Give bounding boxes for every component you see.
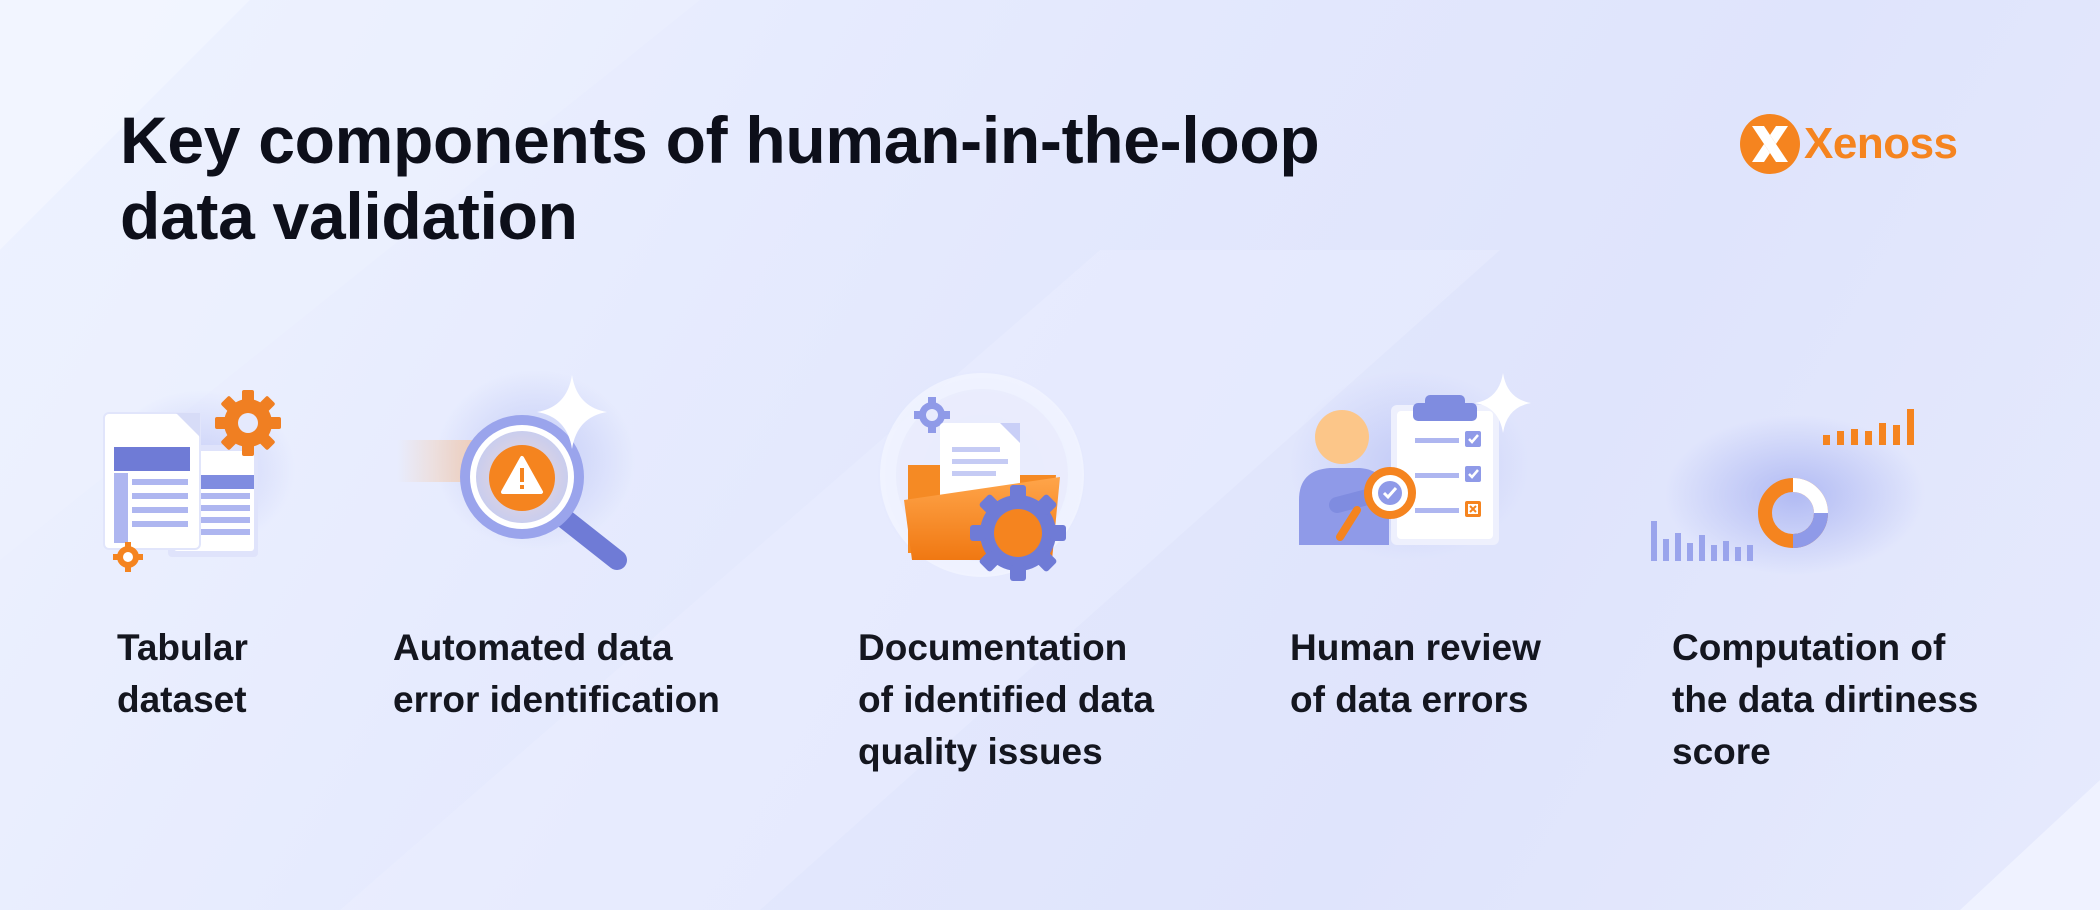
caption-line: Human review <box>1290 627 1541 668</box>
caption-line: the data dirtiness <box>1672 679 1979 720</box>
donut-bar-chart-icon <box>1651 409 1925 575</box>
xenoss-logo: Xenoss <box>1738 112 1978 182</box>
folder-gear-icon <box>877 370 1087 581</box>
caption-automated-error-identification: Automated data error identification <box>393 622 720 726</box>
caption-line: Documentation <box>858 627 1128 668</box>
caption-documentation-of-issues: Documentation of identified data quality… <box>858 622 1154 778</box>
caption-line: of identified data <box>858 679 1154 720</box>
title-line-2: data validation <box>120 179 578 253</box>
magnifier-warning-icon <box>397 370 635 570</box>
caption-tabular-dataset: Tabular dataset <box>117 622 248 726</box>
title-line-1: Key components of human-in-the-loop <box>120 103 1320 177</box>
caption-line: of data errors <box>1290 679 1529 720</box>
person-checklist-icon <box>1290 370 1531 560</box>
brand-name: Xenoss <box>1804 119 1958 168</box>
caption-line: Tabular <box>117 627 248 668</box>
page-title: Key components of human-in-the-loop data… <box>120 102 1420 254</box>
caption-line: dataset <box>117 679 247 720</box>
caption-line: quality issues <box>858 731 1103 772</box>
caption-dirtiness-score: Computation of the data dirtiness score <box>1672 622 1978 778</box>
caption-line: error identification <box>393 679 720 720</box>
caption-line: Computation of <box>1672 627 1946 668</box>
xenoss-logo-mark-icon <box>1740 114 1800 174</box>
caption-human-review: Human review of data errors <box>1290 622 1541 726</box>
caption-line: Automated data <box>393 627 673 668</box>
caption-line: score <box>1672 731 1771 772</box>
tabular-dataset-icon <box>103 390 295 572</box>
